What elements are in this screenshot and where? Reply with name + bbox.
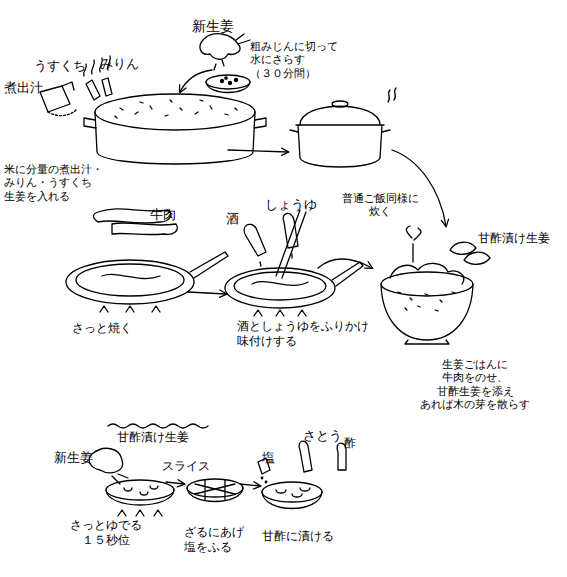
recipe-label: 普通ご飯同様に 炊く	[342, 192, 419, 219]
cooking-pot	[290, 88, 396, 167]
recipe-label: 酒としょうゆをふりかけ 味付けする	[237, 319, 369, 348]
recipe-label: うすくち	[34, 58, 86, 74]
recipe-label: スライス	[162, 459, 210, 474]
recipe-label: さとう	[303, 428, 342, 444]
recipe-label: しょうゆ	[265, 197, 317, 213]
recipe-label: 酒	[226, 211, 239, 227]
seasoning-skillet	[225, 210, 363, 316]
recipe-label: 新生姜	[192, 18, 234, 35]
flow-arrow	[166, 482, 184, 484]
flow-arrow	[180, 70, 212, 92]
recipe-label: さっと焼く	[72, 321, 132, 336]
recipe-label: 酢	[344, 436, 356, 451]
beef-skillet	[66, 209, 228, 312]
recipe-label: 生姜ごはんに 牛肉をのせ、甘酢生姜を添え あれば木の芽を散らす	[420, 358, 530, 412]
flow-arrow	[228, 150, 288, 152]
recipe-label: さっとゆでる １５秒位	[70, 518, 142, 547]
recipe-label: 甘酢漬け生姜	[478, 231, 550, 246]
flow-arrow	[240, 484, 260, 486]
recipe-label: 甘酢漬け生姜	[117, 430, 189, 445]
recipe-label: ざるにあげ 塩をふる	[184, 525, 244, 554]
pickling-steps	[89, 441, 346, 516]
recipe-label: 煮出汁	[4, 80, 43, 96]
recipe-label: 塩	[262, 450, 275, 466]
recipe-label: みりん	[100, 56, 139, 72]
serving-bowl	[381, 226, 490, 344]
recipe-label: 米に分量の煮出汁・みりん・うすくち 生姜を入れる	[4, 163, 103, 203]
recipe-label: 牛肉	[150, 207, 176, 223]
recipe-label: 新生姜	[54, 450, 93, 466]
flow-arrow	[188, 292, 226, 294]
ginger-soak	[200, 34, 250, 93]
recipe-label: 甘酢に漬ける	[262, 529, 334, 544]
flow-arrow	[392, 150, 446, 226]
flow-arrow	[318, 259, 372, 268]
wavy-underline	[108, 424, 208, 428]
recipe-label: 粗みじんに切って 水にさらす （３０分間）	[250, 40, 338, 80]
rice-pot	[84, 94, 266, 164]
